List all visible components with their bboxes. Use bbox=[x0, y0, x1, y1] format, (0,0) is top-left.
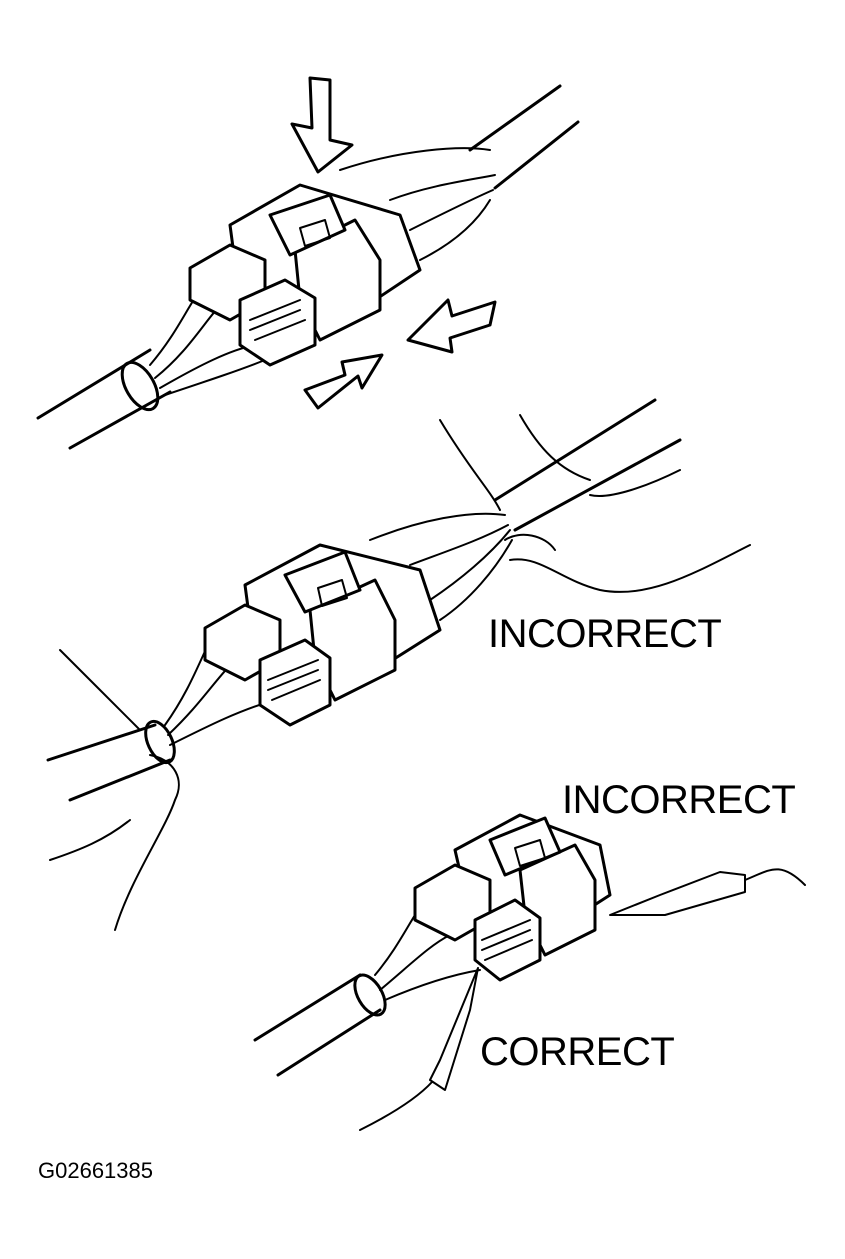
incorrect-label-bottom: INCORRECT bbox=[562, 778, 796, 822]
incorrect-label-middle: INCORRECT bbox=[488, 612, 722, 656]
middle-connector-assembly bbox=[46, 398, 751, 931]
top-connector-assembly bbox=[36, 84, 580, 450]
push-down-arrow-icon bbox=[290, 76, 354, 174]
correct-label: CORRECT bbox=[480, 1030, 675, 1074]
push-right-arrow-icon bbox=[303, 353, 384, 410]
push-left-arrow-icon bbox=[406, 298, 497, 354]
figure-id: G02661385 bbox=[38, 1158, 153, 1183]
bottom-connector-assembly bbox=[253, 813, 806, 1131]
